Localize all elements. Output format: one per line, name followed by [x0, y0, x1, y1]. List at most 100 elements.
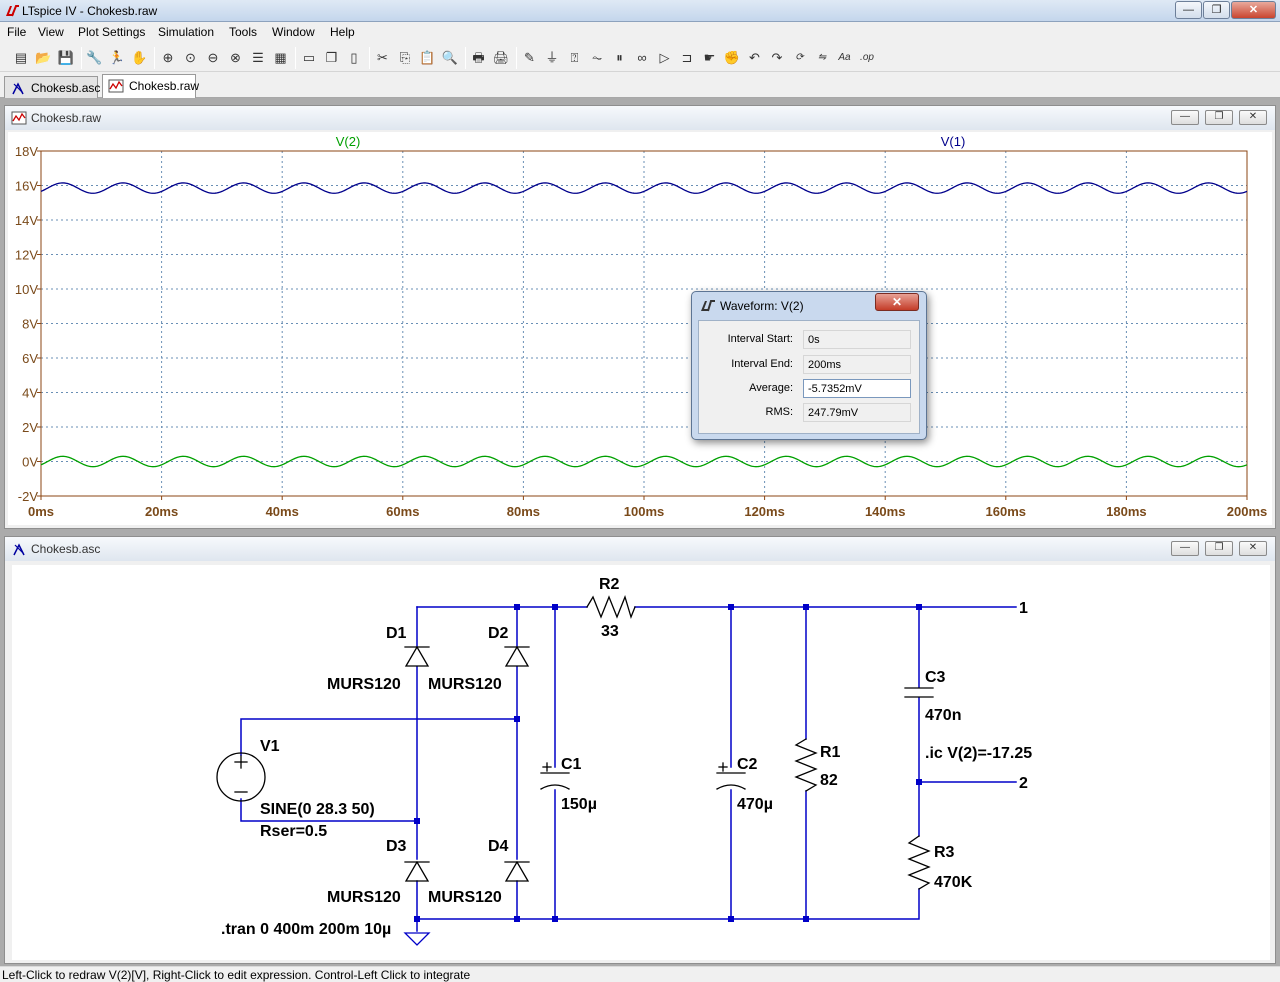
y-tick-label: 10V	[15, 282, 38, 297]
close-button[interactable]: ✕	[1231, 1, 1276, 19]
menu-tools[interactable]: Tools	[229, 25, 258, 39]
y-tick-label: 0V	[22, 455, 38, 470]
move-icon[interactable]: ☛	[703, 50, 716, 65]
waveform-icon	[11, 111, 27, 125]
menu-window[interactable]: Window	[272, 25, 315, 39]
zoom-pan-icon[interactable]: ⊙	[185, 50, 196, 65]
menu-help[interactable]: Help	[330, 25, 355, 39]
wire-icon[interactable]: ✎	[524, 50, 535, 65]
menu-file[interactable]: File	[7, 25, 27, 39]
schematic-drawing[interactable]: D1 MURS120 D2 MURS120 D3 MURS120 D4 MURS…	[12, 565, 1270, 960]
open-icon[interactable]: 📂	[35, 50, 52, 65]
print-icon[interactable]: 🖨	[492, 50, 510, 65]
x-tick-label: 40ms	[266, 504, 299, 519]
waveform-icon	[108, 79, 124, 93]
schematic-close-button[interactable]: ✕	[1239, 541, 1267, 556]
run-icon[interactable]: 🏃	[108, 50, 126, 65]
component-icon[interactable]: ⊐	[681, 50, 693, 65]
control-panel-icon[interactable]: 🔧	[86, 50, 103, 65]
rotate-icon[interactable]: ⟳	[795, 52, 804, 63]
ltspice-logo-icon	[701, 300, 715, 312]
toolbar-separator	[295, 47, 296, 69]
dialog-body: Interval Start: 0s Interval End: 200ms A…	[698, 320, 920, 434]
r1-label: R1	[820, 744, 841, 761]
label-icon[interactable]: ⍰	[570, 50, 579, 65]
tab-chokesb-asc[interactable]: Chokesb.asc	[4, 76, 101, 98]
restore-button[interactable]: ❐	[1203, 1, 1230, 19]
title-bar: LTspice IV - Chokesb.raw — ❐ ✕	[0, 0, 1280, 22]
menu-view[interactable]: View	[38, 25, 64, 39]
x-tick-label: 140ms	[865, 504, 905, 519]
d4-diode-symbol	[504, 860, 530, 882]
plot-close-button[interactable]: ✕	[1239, 110, 1267, 125]
cascade-icon[interactable]: ❐	[325, 50, 338, 65]
r1-value: 82	[820, 772, 838, 789]
diode-icon[interactable]: ▷	[659, 50, 670, 65]
y-tick-label: 4V	[22, 386, 38, 401]
c3-capacitor-symbol	[904, 687, 934, 698]
drag-icon[interactable]: ✊	[723, 50, 741, 65]
c3-label: C3	[925, 669, 946, 686]
autoscale-icon[interactable]: ☰	[252, 50, 264, 65]
ic-directive[interactable]: .ic V(2)=-17.25	[925, 745, 1032, 762]
v1-rser: Rser=0.5	[260, 823, 327, 840]
tile-vertical-icon[interactable]: ▯	[350, 50, 358, 65]
find-icon[interactable]: 🔍	[441, 50, 459, 65]
schematic-canvas[interactable]: D1 MURS120 D2 MURS120 D3 MURS120 D4 MURS…	[12, 565, 1270, 960]
tran-directive[interactable]: .tran 0 400m 200m 10µ	[221, 921, 391, 938]
x-tick-label: 60ms	[386, 504, 419, 519]
save-icon[interactable]: 💾	[57, 50, 75, 65]
x-tick-label: 180ms	[1106, 504, 1146, 519]
d2-diode-symbol	[504, 645, 530, 667]
schematic-minimize-button[interactable]: —	[1171, 541, 1199, 556]
c1-value: 150µ	[561, 796, 597, 813]
mirror-icon[interactable]: ⇋	[817, 52, 827, 63]
plot-minimize-button[interactable]: —	[1171, 110, 1199, 125]
c3-value: 470n	[925, 707, 961, 724]
average-value[interactable]: -5.7352mV	[803, 379, 911, 398]
tab-chokesb-raw[interactable]: Chokesb.raw	[102, 74, 199, 98]
new-schematic-icon[interactable]: ▤	[14, 50, 28, 65]
zoom-out-icon[interactable]: ⊖	[207, 50, 219, 65]
y-tick-label: 8V	[22, 317, 38, 332]
c2-value: 470µ	[737, 796, 773, 813]
copy-icon[interactable]: ⎘	[399, 50, 411, 65]
text-icon[interactable]: Aa	[838, 52, 851, 63]
plot-restore-button[interactable]: ❐	[1205, 110, 1233, 125]
ltspice-logo-icon	[6, 5, 19, 17]
schematic-window-titlebar: Chokesb.asc — ❐ ✕	[5, 537, 1275, 561]
v1-label: V1	[260, 738, 280, 755]
c2-capacitor-symbol	[716, 762, 746, 790]
legend-v1: V(1)	[941, 134, 966, 149]
halt-icon[interactable]: ✋	[131, 50, 148, 65]
inductor-icon[interactable]: ∞	[637, 50, 647, 65]
tile-horizontal-icon[interactable]: ▭	[302, 50, 316, 65]
net-label-2: 2	[1019, 775, 1028, 792]
resistor-icon[interactable]: ⏦	[591, 50, 603, 65]
ground-icon[interactable]: ⏚	[545, 50, 559, 65]
undo-icon[interactable]: ↶	[749, 50, 760, 65]
r3-resistor-symbol	[907, 835, 931, 890]
waveform-measure-dialog: Waveform: V(2) ✕ Interval Start: 0s Inte…	[691, 291, 927, 440]
paste-icon[interactable]: 📋	[419, 50, 436, 65]
menu-bar: File View Plot Settings Simulation Tools…	[0, 22, 1280, 42]
dialog-close-button[interactable]: ✕	[875, 293, 919, 311]
zoom-in-icon[interactable]: ⊕	[162, 50, 174, 65]
interval-end-value: 200ms	[803, 355, 911, 374]
cut-icon[interactable]: ✂	[377, 50, 388, 65]
grid-icon[interactable]: ▦	[274, 50, 287, 65]
schematic-restore-button[interactable]: ❐	[1205, 541, 1233, 556]
minimize-button[interactable]: —	[1175, 1, 1202, 19]
zoom-fit-icon[interactable]: ⊗	[230, 50, 241, 65]
capacitor-icon[interactable]: ⏸	[616, 50, 623, 65]
menu-plot-settings[interactable]: Plot Settings	[78, 25, 146, 39]
redo-icon[interactable]: ↷	[771, 50, 783, 65]
y-tick-label: -2V	[18, 489, 39, 504]
menu-simulation[interactable]: Simulation	[158, 25, 215, 39]
print-setup-icon[interactable]: 🖶	[472, 50, 485, 65]
tab-label: Chokesb.asc	[31, 81, 101, 95]
spice-directive-icon[interactable]: .op	[860, 52, 874, 63]
